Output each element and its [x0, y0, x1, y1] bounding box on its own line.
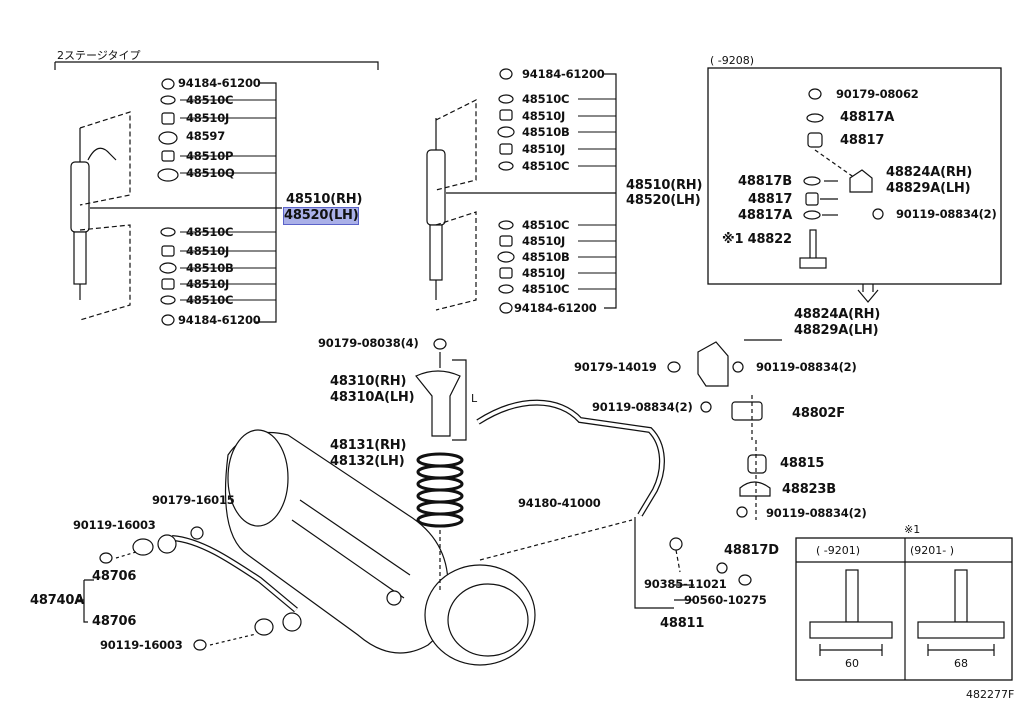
part-label[interactable]: 48510B: [522, 250, 570, 264]
part-label[interactable]: 48829A(LH): [794, 323, 879, 338]
part-label[interactable]: 48824A(RH): [794, 307, 881, 322]
part-label[interactable]: 48829A(LH): [886, 181, 971, 196]
part-label[interactable]: 48510B: [522, 125, 570, 139]
part-label[interactable]: 48817A: [840, 110, 895, 125]
part-label[interactable]: 90560-10275: [684, 593, 767, 607]
part-label[interactable]: 94180-41000: [518, 496, 601, 510]
part-label[interactable]: 90179-08038(4): [318, 336, 419, 350]
shock-rh-label[interactable]: 48510(RH): [626, 178, 703, 193]
part-label[interactable]: 48510Q: [186, 166, 235, 180]
part-label[interactable]: 48510C: [186, 293, 234, 307]
part-label[interactable]: 90119-08834(2): [896, 207, 997, 221]
part-label[interactable]: 48817: [748, 192, 793, 207]
part-label[interactable]: 48510J: [522, 234, 566, 248]
part-label[interactable]: 48706: [92, 614, 137, 629]
ref-dim-b: 68: [954, 657, 968, 670]
shock-lh-label-highlighted[interactable]: 48520(LH): [282, 207, 360, 225]
part-label[interactable]: 48510P: [186, 149, 234, 163]
part-label[interactable]: 90385-11021: [644, 577, 727, 591]
part-label[interactable]: 48310A(LH): [330, 390, 415, 405]
ref-col-a: ( -9201): [816, 544, 861, 557]
part-label[interactable]: 48510J: [186, 277, 230, 291]
part-label[interactable]: 48310(RH): [330, 374, 407, 389]
part-label[interactable]: 48510C: [186, 93, 234, 107]
part-label[interactable]: 48815: [780, 456, 825, 471]
part-label[interactable]: 90119-08834(2): [756, 360, 857, 374]
part-label[interactable]: 48817A: [738, 208, 793, 223]
part-label[interactable]: 90119-08834(2): [766, 506, 867, 520]
part-label[interactable]: 48131(RH): [330, 438, 407, 453]
part-label[interactable]: 48817D: [724, 543, 779, 558]
part-label[interactable]: 48706: [92, 569, 137, 584]
part-label[interactable]: 48510J: [186, 111, 230, 125]
part-label[interactable]: 48510J: [522, 142, 566, 156]
dimension-label: L: [471, 392, 477, 405]
part-label[interactable]: 90179-14019: [574, 360, 657, 374]
diagram-id: 482277F: [966, 688, 1015, 701]
part-label[interactable]: ※1 48822: [722, 232, 792, 247]
shock-lh-label[interactable]: 48520(LH): [626, 193, 701, 208]
bump-stopper[interactable]: [415, 338, 461, 437]
part-label[interactable]: 48510C: [522, 218, 570, 232]
part-label[interactable]: 48740A: [30, 593, 85, 608]
part-label[interactable]: 48132(LH): [330, 454, 405, 469]
part-label[interactable]: 48510C: [186, 225, 234, 239]
part-label[interactable]: 94184-61200: [522, 67, 605, 81]
part-label[interactable]: 48510J: [186, 244, 230, 258]
part-label[interactable]: 90119-16003: [100, 638, 183, 652]
part-label[interactable]: 48824A(RH): [886, 165, 973, 180]
part-label[interactable]: 94184-61200: [178, 313, 261, 327]
coil-spring[interactable]: [416, 452, 464, 528]
part-label[interactable]: 48510J: [522, 266, 566, 280]
part-label[interactable]: 48510C: [522, 159, 570, 173]
two-stage-type-note: 2ステージタイプ: [57, 49, 141, 62]
shock-absorber-middle[interactable]: [426, 118, 446, 300]
part-label[interactable]: 90119-16003: [73, 518, 156, 532]
part-label[interactable]: 90179-16015: [152, 493, 235, 507]
detail-box-title: ( -9208): [710, 54, 755, 67]
part-label[interactable]: 48510B: [186, 261, 234, 275]
part-label[interactable]: 48597: [186, 129, 226, 143]
part-label[interactable]: 90119-08834(2): [592, 400, 693, 414]
part-label[interactable]: 48510C: [522, 282, 570, 296]
part-label[interactable]: 48817: [840, 133, 885, 148]
part-label[interactable]: 94184-61200: [178, 76, 261, 90]
ref-col-b: (9201- ): [910, 544, 955, 557]
part-label[interactable]: 90179-08062: [836, 87, 919, 101]
part-label[interactable]: 94184-61200: [514, 301, 597, 315]
ref-dim-a: 60: [845, 657, 859, 670]
part-label[interactable]: 48823B: [782, 482, 836, 497]
ref-mark: ※1: [904, 523, 921, 536]
part-label[interactable]: 48811: [660, 616, 705, 631]
shock-absorber-left[interactable]: [70, 128, 117, 300]
part-label[interactable]: 48510J: [522, 109, 566, 123]
part-label[interactable]: 48510C: [522, 92, 570, 106]
shock-rh-label[interactable]: 48510(RH): [286, 192, 363, 207]
part-label[interactable]: 48802F: [792, 406, 845, 421]
part-label[interactable]: 48817B: [738, 174, 792, 189]
